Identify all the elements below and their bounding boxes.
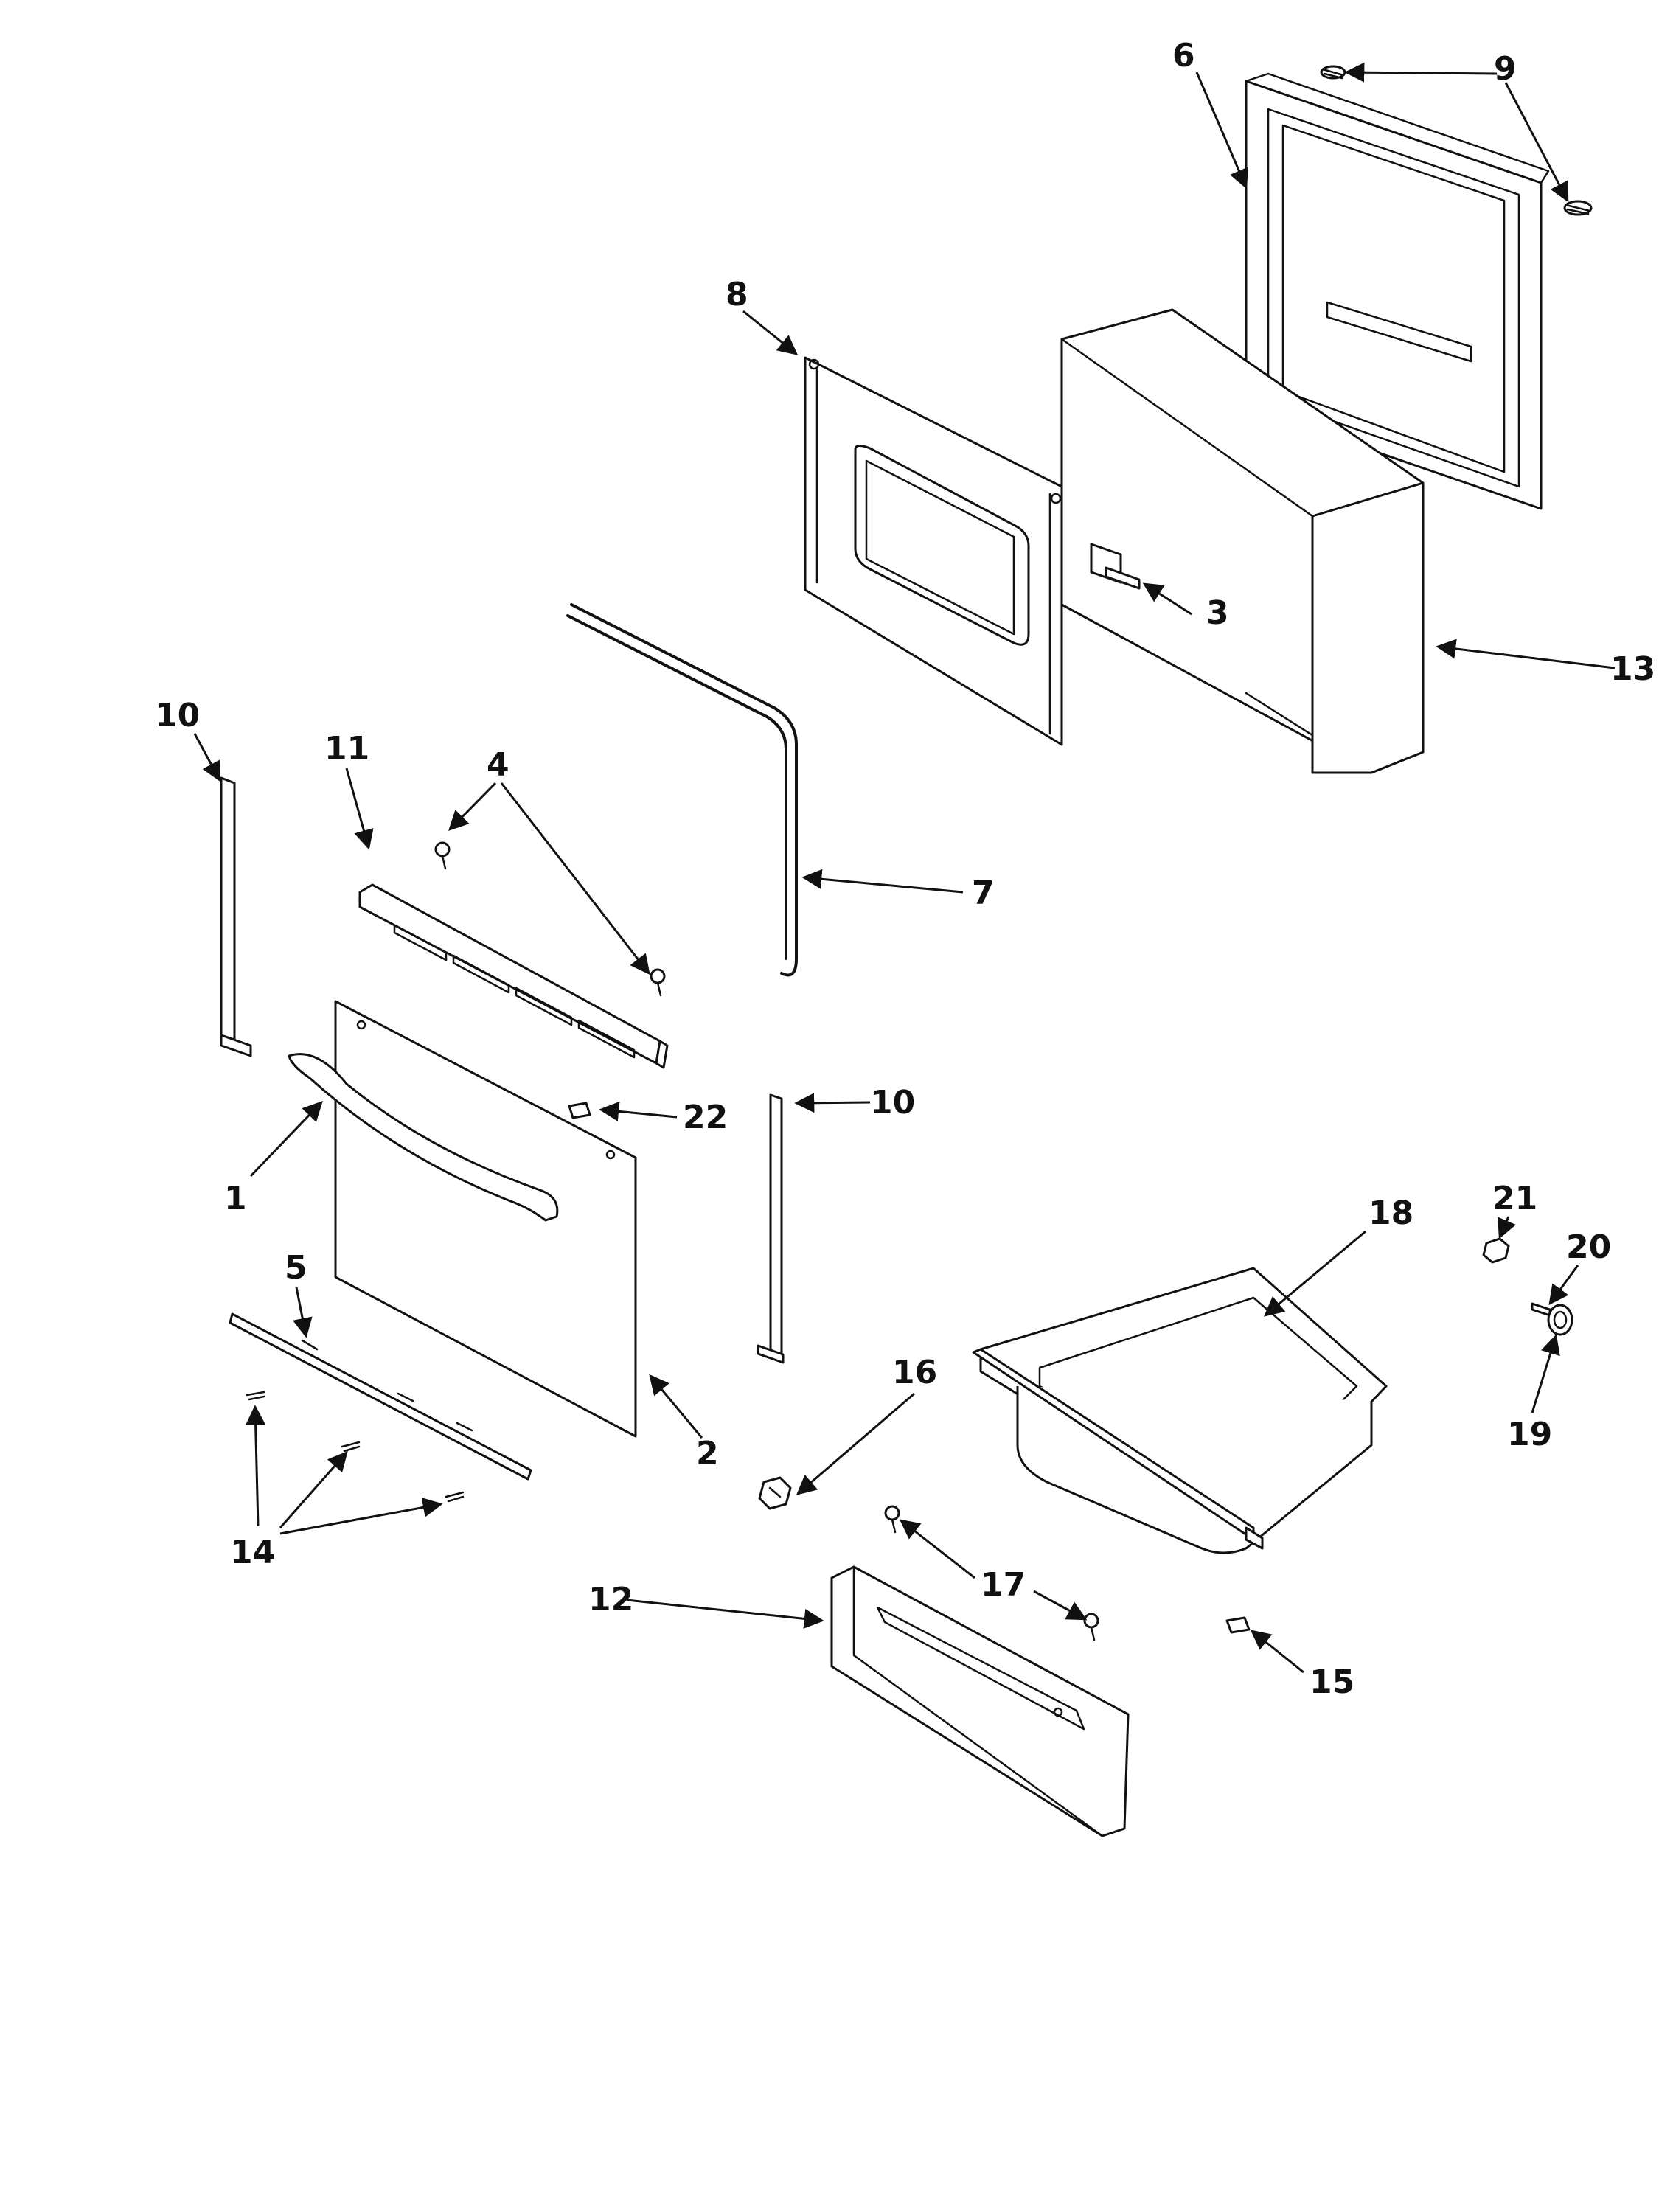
callout-17: 17 (981, 1566, 1026, 1604)
part-3-bracket-clip (1090, 543, 1141, 590)
part-17-screw-b (1083, 1613, 1099, 1641)
callout-9: 9 (1494, 50, 1517, 88)
part-7-door-gasket (566, 603, 798, 977)
part-13-insulation-block (1060, 308, 1425, 774)
part-9-screw-top (1320, 65, 1346, 80)
part-22-bumper-pad (568, 1102, 591, 1119)
callout-labels: 6 9 8 3 13 10 11 4 7 10 22 1 5 2 14 16 1… (155, 37, 1655, 1701)
callout-10-left: 10 (155, 697, 200, 734)
leader-lines (193, 62, 1615, 1674)
part-14-screw-b (341, 1441, 361, 1453)
part-17-screw-a (884, 1505, 900, 1534)
callout-6: 6 (1172, 37, 1195, 74)
callout-8: 8 (726, 276, 748, 313)
callout-11: 11 (324, 730, 369, 768)
callout-15: 15 (1310, 1663, 1354, 1701)
callout-1: 1 (224, 1180, 247, 1217)
part-9-screw-right (1563, 200, 1593, 216)
part-6-door-inner-frame (1245, 72, 1550, 510)
callout-4: 4 (487, 746, 509, 784)
part-10-side-trim-right (757, 1093, 785, 1364)
part-2-outer-door-panel (334, 1000, 637, 1438)
callout-20: 20 (1566, 1228, 1611, 1266)
callout-13: 13 (1610, 650, 1655, 688)
callout-16: 16 (892, 1354, 937, 1391)
part-11-vent-trim (358, 883, 669, 1069)
part-5-bottom-trim (229, 1312, 532, 1481)
callout-2: 2 (696, 1435, 719, 1472)
part-8-inner-door-panel (804, 356, 1063, 746)
part-14-screw-c (445, 1491, 465, 1503)
callout-21: 21 (1492, 1180, 1537, 1217)
callout-19: 19 (1507, 1416, 1552, 1453)
part-18-storage-drawer (972, 1267, 1388, 1554)
part-19-leveling-pad (1547, 1304, 1573, 1336)
callout-7: 7 (972, 874, 995, 912)
part-10-side-trim-left (220, 776, 252, 1057)
callout-14: 14 (230, 1534, 275, 1571)
part-21-nut (1482, 1237, 1510, 1264)
part-15-bumper-pad (1225, 1616, 1251, 1634)
callout-5: 5 (285, 1249, 307, 1287)
part-20-bolt (1531, 1302, 1551, 1317)
callout-22: 22 (683, 1099, 728, 1136)
part-12-drawer-front (830, 1565, 1130, 1837)
part-1-door-handle (288, 1053, 559, 1222)
part-4-screw-a (434, 841, 451, 870)
part-4-screw-b (650, 968, 666, 997)
part-16-leveling-foot (758, 1476, 792, 1510)
callout-18: 18 (1368, 1194, 1413, 1232)
callout-12: 12 (588, 1581, 633, 1618)
part-14-screw-a (246, 1391, 265, 1401)
callout-10-right: 10 (870, 1084, 915, 1121)
callout-3: 3 (1206, 594, 1229, 632)
